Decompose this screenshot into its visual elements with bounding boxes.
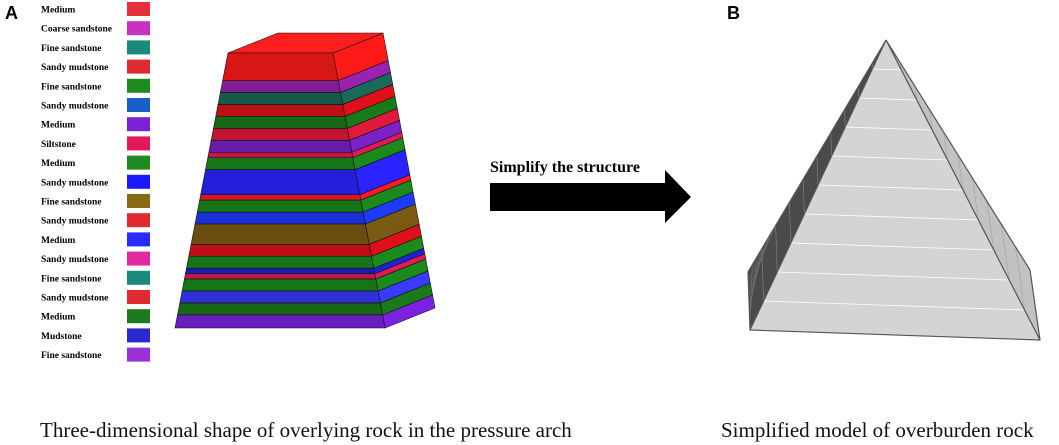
pyramid-side-line — [816, 155, 819, 186]
legend-swatch — [127, 2, 150, 16]
legend-swatch — [127, 270, 150, 285]
legend-swatch — [127, 174, 150, 189]
legend-label: Siltstone — [41, 140, 76, 150]
legend-label: Sandy mudstone — [41, 217, 108, 227]
pyramid-left-ridge — [749, 39, 887, 331]
pyramid-side-line — [957, 154, 964, 191]
pyramid-layer-line — [763, 300, 1025, 311]
pyramid-layer-line — [817, 184, 964, 191]
pyramid-side-line — [1000, 223, 1010, 281]
pyramid-layer-line — [872, 68, 902, 71]
legend-label: Sandy mudstone — [41, 63, 108, 73]
pyramid-side-line — [928, 108, 933, 131]
legend-label: Medium — [41, 313, 75, 323]
panel-a-label: A — [5, 3, 18, 23]
legend-swatch — [127, 40, 150, 55]
legend-label: Medium — [41, 236, 75, 246]
caption-panel-a: Three-dimensional shape of overlying roc… — [40, 418, 572, 442]
pyramid-outline — [747, 39, 1041, 341]
legend-label: Fine sandstone — [41, 351, 101, 361]
arrow-label: Simplify the structure — [490, 159, 640, 176]
legend-label: Mudstone — [41, 332, 82, 342]
pyramid-side-line — [802, 179, 805, 215]
legend-label: Fine sandstone — [41, 198, 101, 208]
legend-label: Fine sandstone — [41, 44, 101, 54]
arrow-shape — [490, 170, 691, 223]
caption-panel-b: Simplified model of overburden rock — [721, 418, 1034, 442]
pyramid-dark-line — [749, 257, 757, 316]
legend-swatch — [127, 309, 150, 324]
legend-swatch — [127, 21, 150, 36]
legend-swatch — [127, 155, 150, 170]
legend-swatch — [127, 347, 150, 362]
legend-label: Medium — [41, 121, 75, 131]
legend-label: Sandy mudstone — [41, 178, 108, 188]
legend-swatch — [127, 328, 150, 343]
simplify-arrow: Simplify the structure — [490, 159, 691, 223]
legend-swatch — [127, 59, 150, 74]
pyramid-dark-line — [749, 242, 766, 302]
rock-layer — [222, 32, 389, 81]
pyramid-front-face — [750, 40, 1040, 340]
pyramid-side-line — [830, 132, 832, 157]
legend-label: Medium — [41, 159, 75, 169]
pyramid-layer-line — [831, 155, 948, 161]
legend-swatch — [127, 232, 150, 247]
legend-label: Medium — [41, 6, 75, 16]
legend-swatch — [127, 98, 150, 112]
pyramid-side-line — [844, 109, 846, 128]
pyramid-side-line — [789, 202, 792, 244]
pyramid-side-line — [943, 131, 948, 161]
legend-swatch — [127, 194, 150, 208]
pyramid-side-line — [775, 225, 778, 273]
pyramid-layer-line — [790, 242, 994, 251]
legend-swatch — [127, 213, 150, 228]
legend-label: Sandy mudstone — [41, 294, 108, 304]
pyramid-right-ridge — [885, 39, 1041, 341]
legend-label: Sandy mudstone — [41, 255, 108, 265]
legend-label: Sandy mudstone — [41, 102, 108, 112]
legend-swatch — [127, 290, 150, 304]
pyramid-layer-line — [845, 126, 933, 131]
legend-label: Coarse sandstone — [41, 25, 112, 35]
pyramid-layer-lines — [748, 62, 1025, 323]
legend-label: Fine sandstone — [41, 82, 101, 92]
pyramid-layer-line — [777, 271, 1010, 281]
pyramid-dark-line — [748, 221, 779, 280]
pyramid-side-line — [914, 85, 918, 101]
legend-swatch — [127, 117, 150, 132]
legend-label: Fine sandstone — [41, 274, 101, 284]
pyramid-side-line — [986, 200, 995, 251]
pyramid-side-line — [972, 177, 979, 221]
rock-stack-3d — [174, 32, 436, 329]
legend-swatch — [127, 136, 150, 151]
pyramid-side-line — [1015, 246, 1025, 311]
pyramid-dark-line — [749, 264, 753, 323]
simplified-pyramid-model — [747, 39, 1041, 341]
panel-b-label: B — [727, 3, 740, 23]
pyramid-layer-line — [804, 213, 979, 221]
pyramid-layer-line — [858, 97, 917, 101]
legend-swatch — [127, 251, 150, 266]
legend-swatch — [127, 78, 150, 93]
